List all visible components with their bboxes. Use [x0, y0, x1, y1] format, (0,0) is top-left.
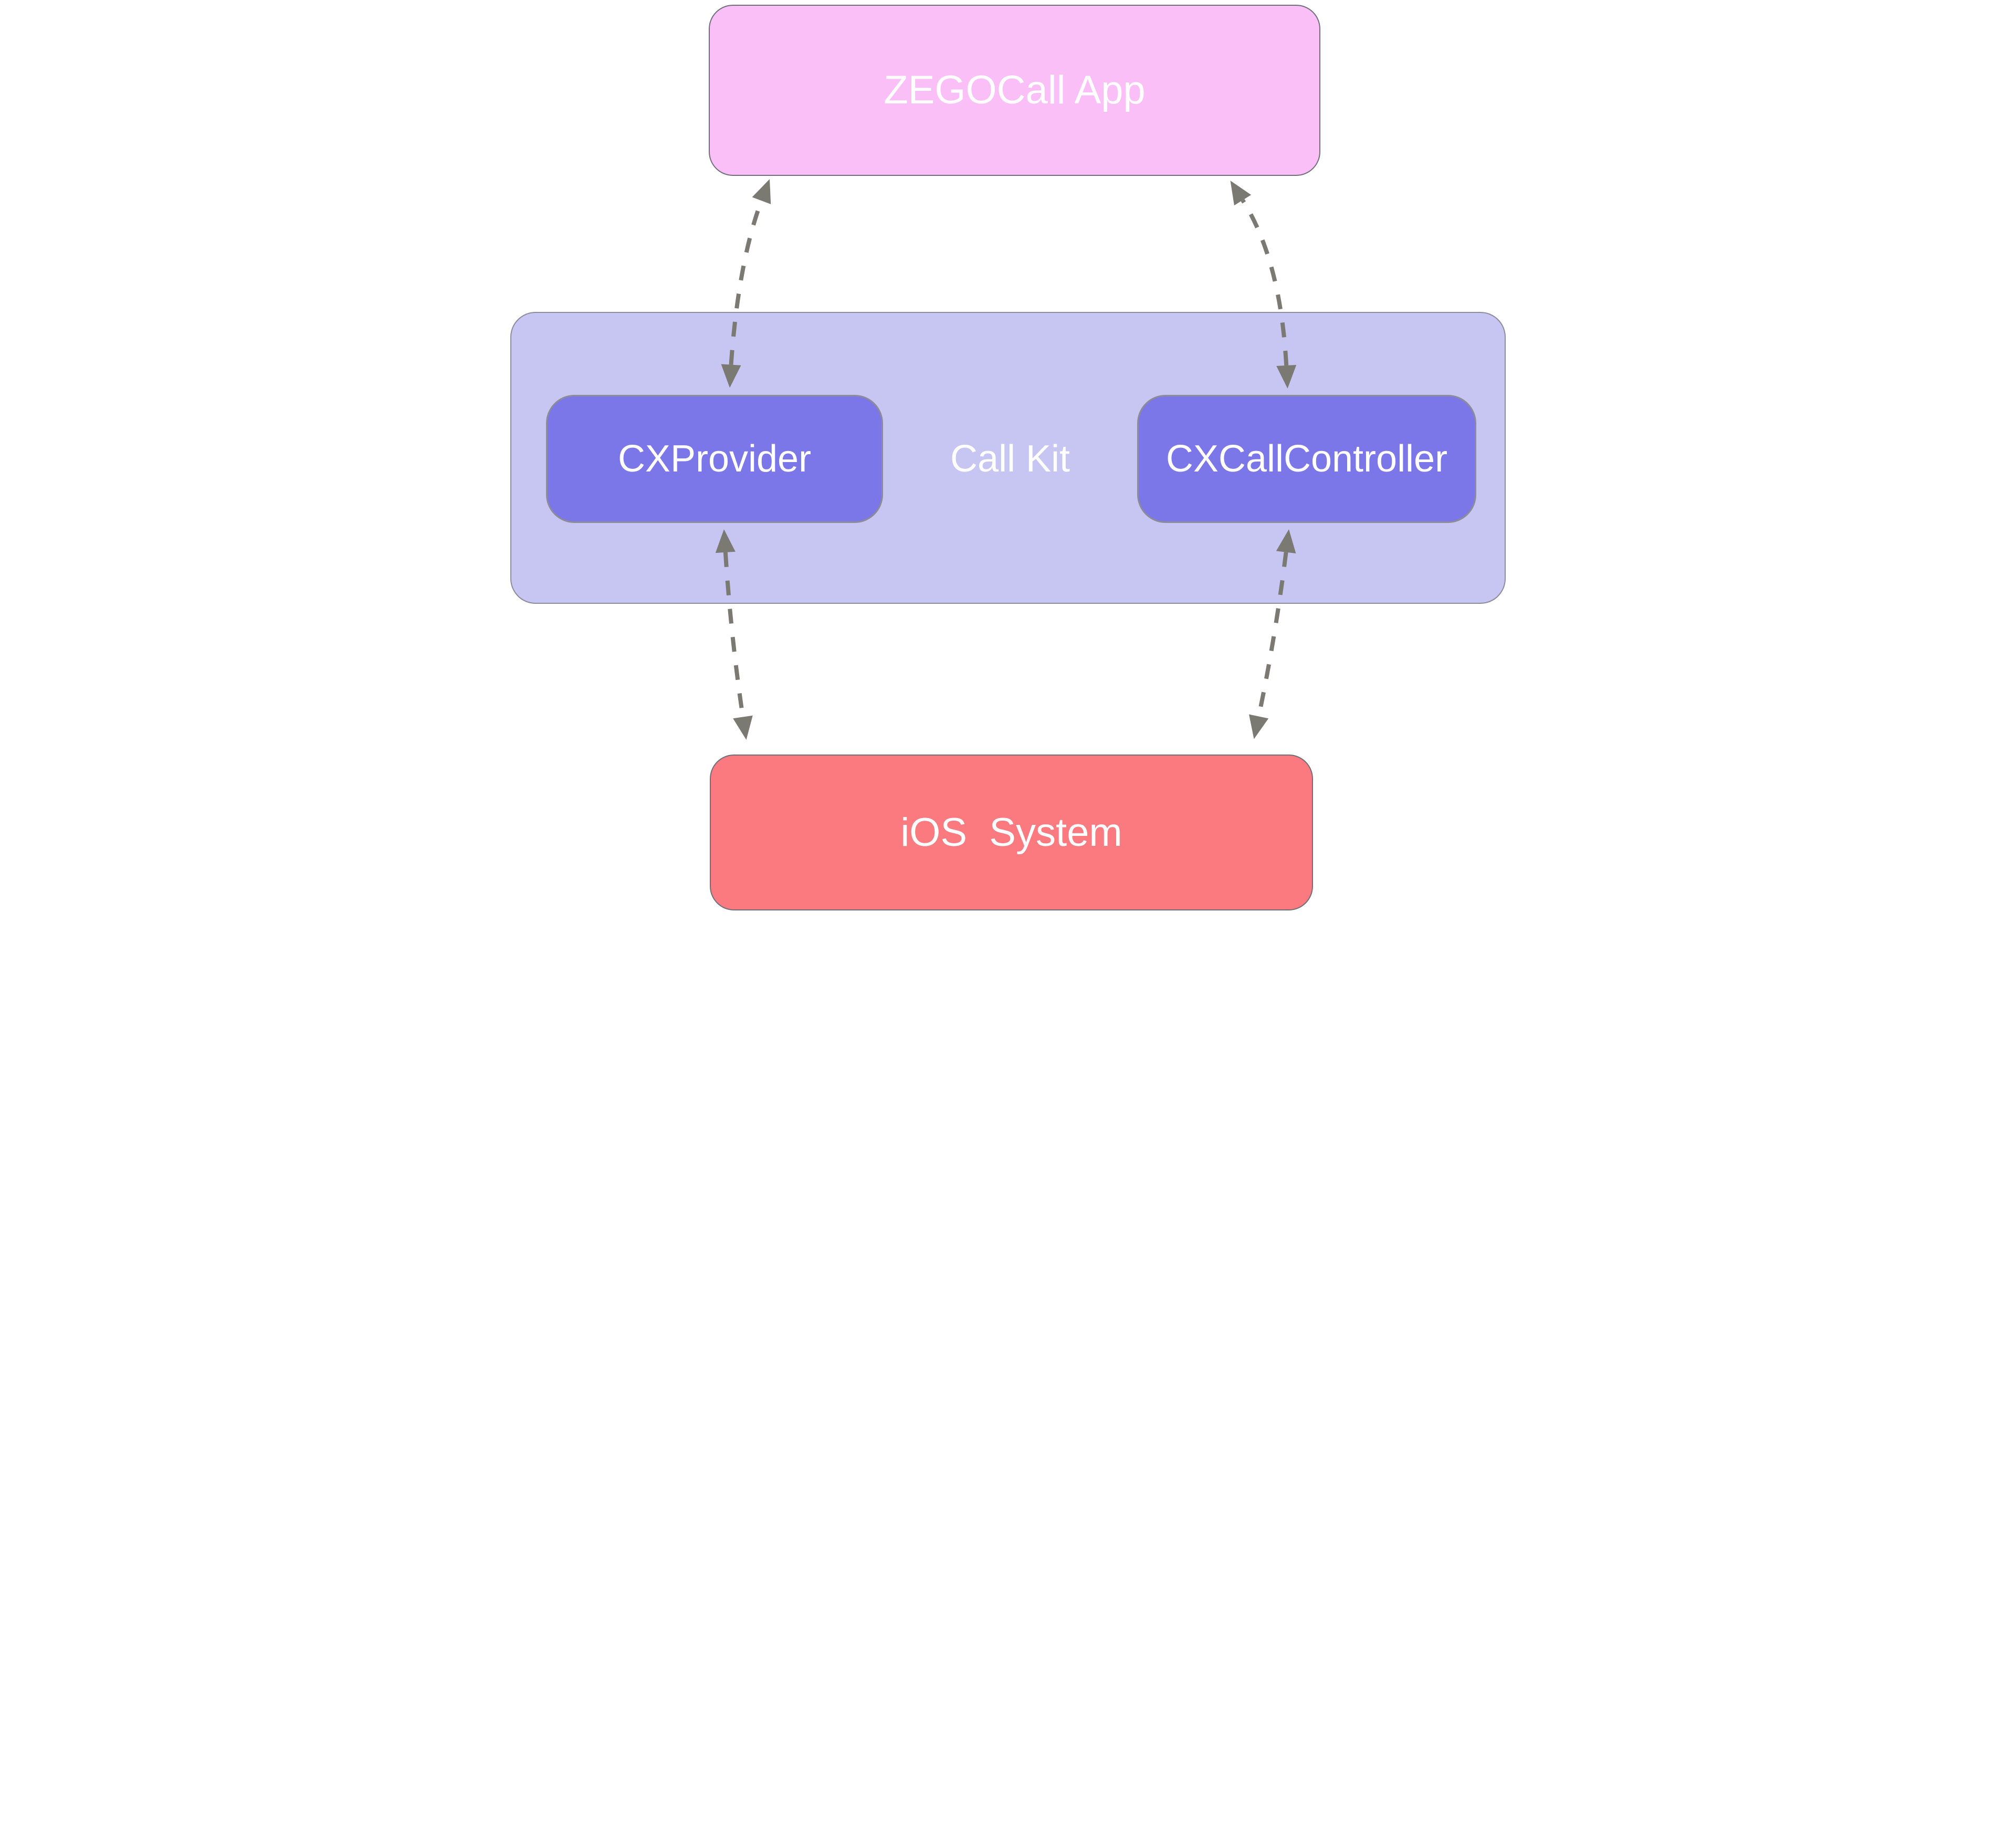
- diagram-canvas: ZEGOCall App CXProvider Call Kit CXCallC…: [504, 0, 1512, 911]
- arrowhead-down: [733, 715, 753, 740]
- arrowhead-up: [752, 179, 771, 204]
- node-zegocall-app: ZEGOCall App: [709, 5, 1320, 176]
- node-call-kit-label: Call Kit: [950, 438, 1070, 480]
- node-cxcallcontroller-label: CXCallController: [1166, 438, 1448, 480]
- arrowhead-down: [1249, 714, 1269, 739]
- node-ios-system-label: iOS System: [900, 810, 1122, 855]
- node-cxprovider: CXProvider: [546, 395, 883, 523]
- node-zegocall-app-label: ZEGOCall App: [884, 68, 1146, 112]
- node-cxcallcontroller: CXCallController: [1137, 395, 1476, 523]
- node-ios-system: iOS System: [710, 755, 1313, 910]
- arrowhead-up: [1230, 181, 1252, 206]
- node-cxprovider-label: CXProvider: [617, 438, 812, 480]
